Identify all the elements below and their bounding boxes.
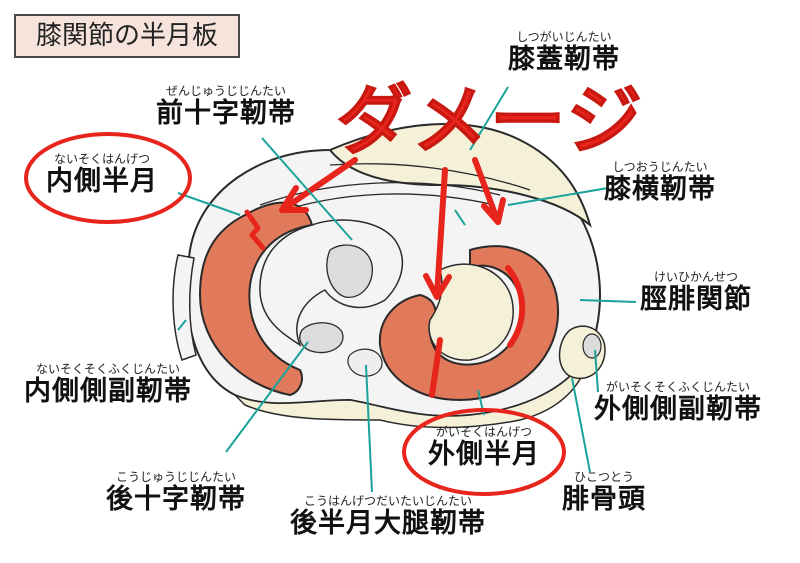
text-acl: 前十字靭帯 bbox=[156, 98, 296, 129]
text-transverse-ligament: 膝横靭帯 bbox=[604, 174, 716, 205]
lateral-collateral-knob bbox=[582, 333, 602, 359]
label-mcl: ないそくそくふくじんたい 内側側副靭帯 bbox=[24, 362, 192, 408]
ruby-acl: ぜんじゅうじじんたい bbox=[165, 84, 286, 98]
lateral-tear-arc bbox=[505, 265, 526, 348]
text-mcl: 内側側副靭帯 bbox=[24, 376, 192, 407]
text-lcl: 外側側副靭帯 bbox=[594, 394, 762, 425]
label-transverse-ligament: しつおうじんたい 膝横靭帯 bbox=[604, 160, 716, 206]
acl-shape bbox=[326, 244, 373, 298]
pcl-shape bbox=[299, 322, 344, 354]
text-pcl: 後十字靭帯 bbox=[106, 484, 246, 515]
medial-meniscus-highlight bbox=[24, 132, 192, 224]
posterior-meniscofemoral-shape bbox=[347, 348, 383, 377]
label-tibiofibular-joint: けいひかんせつ 脛腓関節 bbox=[640, 270, 752, 316]
text-patellar-ligament: 膝蓋靭帯 bbox=[508, 44, 620, 75]
ruby-pcl: こうじゅうじじんたい bbox=[115, 470, 236, 484]
ruby-transverse-ligament: しつおうじんたい bbox=[612, 160, 708, 174]
lateral-tear-line bbox=[429, 337, 443, 398]
text-lateral-meniscus: 外側半月 bbox=[428, 439, 540, 470]
label-fibular-head: ひこつとう 腓骨頭 bbox=[562, 470, 646, 516]
text-posterior-meniscofemoral: 後半月大腿靭帯 bbox=[290, 508, 486, 539]
damage-arrows bbox=[279, 157, 506, 300]
medial-tear-mark bbox=[244, 209, 266, 251]
diagram-title: 膝関節の半月板 bbox=[14, 14, 240, 58]
lateral-cartilage bbox=[428, 263, 514, 361]
ruby-lateral-meniscus: がいそくはんげつ bbox=[435, 425, 532, 439]
damage-label: ダメージ bbox=[335, 76, 645, 166]
label-pcl: こうじゅうじじんたい 後十字靭帯 bbox=[106, 470, 246, 516]
label-acl: ぜんじゅうじじんたい 前十字靭帯 bbox=[156, 84, 296, 130]
leader-lines bbox=[177, 86, 637, 493]
label-lateral-meniscus: がいそくはんげつ 外側半月 bbox=[428, 425, 540, 471]
ruby-tibiofibular-joint: けいひかんせつ bbox=[653, 270, 738, 284]
ruby-fibular-head: ひこつとう bbox=[573, 470, 634, 484]
label-patellar-ligament: しつがいじんたい 膝蓋靭帯 bbox=[508, 30, 620, 76]
lateral-meniscus-highlight bbox=[402, 408, 566, 496]
text-tibiofibular-joint: 脛腓関節 bbox=[640, 284, 752, 315]
ruby-patellar-ligament: しつがいじんたい bbox=[516, 30, 612, 44]
ruby-posterior-meniscofemoral: こうはんげつだいたいじんたい bbox=[303, 494, 472, 508]
ruby-mcl: ないそくそくふくじんたい bbox=[35, 362, 180, 376]
medial-collateral-ligament-shape bbox=[172, 254, 197, 361]
label-medial-meniscus: ないそくはんげつ 内側半月 bbox=[46, 152, 158, 198]
ruby-medial-meniscus: ないそくはんげつ bbox=[53, 152, 150, 166]
label-lcl: がいそくそくふくじんたい 外側側副靭帯 bbox=[594, 380, 762, 426]
text-medial-meniscus: 内側半月 bbox=[46, 166, 158, 197]
label-posterior-meniscofemoral: こうはんげつだいたいじんたい 後半月大腿靭帯 bbox=[290, 494, 486, 540]
text-fibular-head: 腓骨頭 bbox=[562, 484, 646, 515]
ruby-lcl: がいそくそくふくじんたい bbox=[605, 380, 750, 394]
